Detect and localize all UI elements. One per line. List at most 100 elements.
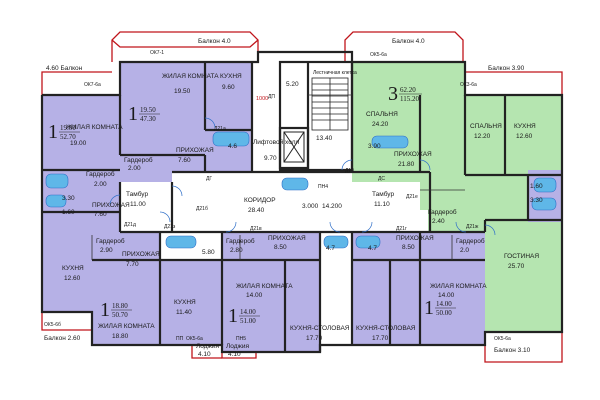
room-labels: ЖИЛАЯ КОМНАТА 19.50 КУХНЯ 9.60 ЖИЛАЯ КОМ… bbox=[62, 70, 539, 342]
room-corridor-area: 28.40 bbox=[248, 207, 265, 214]
room-kitchen-dining-1: КУХНЯ-СТОЛОВАЯ bbox=[290, 325, 350, 332]
room-living-4: ЖИЛАЯ КОМНАТА bbox=[98, 323, 155, 330]
room-wardrobe-6-area: 2.0 bbox=[460, 247, 469, 254]
room-small-5-2: 5.20 bbox=[286, 81, 299, 88]
window-ok7-6a: ОК7-6а bbox=[84, 82, 101, 88]
apartment-marker-2: 1 19.00 52.70 bbox=[48, 121, 80, 143]
apartment-3-living-fill bbox=[485, 220, 562, 332]
balcony-bottom-right-label: Балкон 3.10 bbox=[494, 347, 531, 354]
loggia-right-value: 4.10 bbox=[228, 351, 241, 358]
marker-pp: ПП bbox=[176, 336, 184, 342]
loggia-left-label: Лоджия bbox=[196, 343, 220, 350]
window-ok5-6a: ОК5-6а bbox=[370, 52, 387, 58]
window-ok7-1: ОК7-1 bbox=[150, 50, 164, 56]
svg-text:50.70: 50.70 bbox=[112, 311, 128, 319]
room-kitchen-dining-1-area: 17.70 bbox=[306, 335, 323, 342]
svg-text:14.00: 14.00 bbox=[436, 300, 452, 308]
loggia-right bbox=[221, 352, 257, 359]
room-wardrobe-4-area: 2.90 bbox=[100, 247, 113, 254]
marker-d21g: Д21ж bbox=[466, 224, 479, 230]
svg-text:1: 1 bbox=[100, 299, 110, 321]
balcony-bottom-right bbox=[484, 332, 563, 363]
room-wardrobe-1-area: 2.00 bbox=[128, 165, 141, 172]
apartment-3-fill bbox=[352, 62, 562, 232]
marker-pn4: ПН4 bbox=[318, 184, 328, 190]
balcony-left bbox=[41, 71, 112, 95]
room-bedroom-1-area: 24.20 bbox=[372, 121, 389, 128]
svg-text:50.00: 50.00 bbox=[436, 309, 452, 317]
room-wardrobe-1: Гардероб bbox=[124, 156, 153, 164]
room-hall-4: ПРИХОЖАЯ bbox=[122, 251, 160, 258]
room-living-4-area: 18.80 bbox=[112, 333, 129, 340]
marker-dg: ДГ bbox=[206, 176, 212, 182]
room-hall-2: ПРИХОЖАЯ bbox=[92, 202, 130, 209]
door-markers: ДП Д10 Д21а Д21б Д21в Д21г Д21д Д21е Д21… bbox=[124, 94, 479, 342]
room-hall-1-area: 7.60 bbox=[178, 157, 191, 164]
svg-text:1: 1 bbox=[128, 103, 138, 125]
balconies bbox=[41, 31, 563, 363]
room-kitchen-1: КУХНЯ bbox=[220, 73, 242, 80]
apartment-markers: 1 19.50 47.30 1 19.00 52.70 3 62.20 115.… bbox=[48, 83, 456, 327]
window-ok5-6d: ОК5-6а bbox=[494, 336, 511, 342]
svg-text:47.30: 47.30 bbox=[140, 115, 156, 123]
bath-fixtures bbox=[45, 131, 557, 249]
balcony-bottom-left-label: Балкон 2.60 bbox=[44, 335, 81, 342]
room-living-6-area: 14.00 bbox=[438, 292, 455, 299]
loggia-right-label: Лоджия bbox=[226, 343, 250, 350]
svg-text:1: 1 bbox=[424, 297, 434, 319]
room-wardrobe-5: Гардероб bbox=[226, 237, 255, 245]
room-hall-4-area: 7.70 bbox=[126, 261, 139, 268]
small-area-labels: 4.6 3.30 1.60 5.80 4.7 4.7 3.30 1.60 3.9… bbox=[62, 143, 543, 256]
svg-text:19.50: 19.50 bbox=[140, 106, 156, 114]
room-bedroom-2: СПАЛЬНЯ bbox=[470, 123, 502, 130]
room-kitchen-dining-2: КУХНЯ-СТОЛОВАЯ bbox=[356, 325, 416, 332]
room-kitchen-3: КУХНЯ bbox=[514, 123, 536, 130]
room-vestibule-2-area: 11.10 bbox=[374, 201, 390, 208]
room-hall-6: ПРИХОЖАЯ bbox=[396, 235, 434, 242]
window-ok5-6b: ОК5-6б bbox=[44, 322, 61, 328]
dim-14200: 14.200 bbox=[322, 203, 342, 210]
area-4-7-a: 4.7 bbox=[326, 245, 335, 252]
room-living-1: ЖИЛАЯ КОМНАТА bbox=[162, 73, 219, 80]
room-lift-hall-area: 9.70 bbox=[264, 155, 277, 162]
balcony-bottom-left bbox=[41, 312, 92, 331]
balcony-left-label: 4.60 Балкон bbox=[46, 65, 83, 72]
balcony-top-left bbox=[111, 31, 259, 62]
balcony-top-left-label: Балкон 4.0 bbox=[198, 38, 231, 45]
room-wardrobe-6: Гардероб bbox=[456, 237, 485, 245]
apartment-marker-4: 1 18.80 50.70 bbox=[100, 299, 132, 321]
balcony-labels: Балкон 4.0 Балкон 4.0 4.60 Балкон Балкон… bbox=[44, 38, 531, 358]
apartment-marker-3: 3 62.20 115.20 bbox=[388, 83, 422, 105]
apartment-marker-6: 1 14.00 50.00 bbox=[424, 297, 456, 319]
apartment-marker-5: 1 14.00 51.00 bbox=[228, 305, 260, 327]
area-1-60-left: 1.60 bbox=[62, 209, 75, 216]
area-1-60-right: 1.60 bbox=[530, 183, 543, 190]
balcony-right-label: Балкон 3.90 bbox=[488, 65, 525, 72]
room-lift-hall: Лифтовой холл bbox=[253, 138, 299, 146]
loggia-left bbox=[191, 345, 222, 359]
room-living-2: ЖИЛАЯ КОМНАТА bbox=[66, 124, 123, 131]
room-corridor: КОРИДОР bbox=[244, 197, 276, 204]
room-kitchen-4-area: 12.60 bbox=[64, 275, 81, 282]
balcony-top-right-label: Балкон 4.0 bbox=[392, 38, 425, 45]
apartment-5-fill bbox=[222, 232, 320, 352]
area-3-90: 3.90 bbox=[368, 143, 381, 150]
apartment-marker-1: 1 19.50 47.30 bbox=[128, 103, 160, 125]
marker-d21d: Д21г bbox=[396, 226, 407, 232]
room-hall-5: ПРИХОЖАЯ bbox=[268, 235, 306, 242]
room-stairwell: Лестничная клетка bbox=[313, 70, 357, 76]
room-kitchen-3-area: 12.60 bbox=[516, 133, 533, 140]
svg-text:19.00: 19.00 bbox=[60, 124, 76, 132]
room-wardrobe-4: Гардероб bbox=[96, 237, 125, 245]
marker-d21e: Д21д bbox=[124, 222, 136, 228]
room-living-room-area: 25.70 bbox=[508, 263, 525, 270]
room-kitchen-1-area: 9.60 bbox=[222, 84, 235, 91]
room-living-2-area: 19.00 bbox=[70, 140, 87, 147]
area-4-7-b: 4.7 bbox=[368, 245, 377, 252]
marker-d21f: Д21е bbox=[406, 194, 418, 200]
svg-text:3: 3 bbox=[388, 83, 398, 105]
room-wardrobe-5-area: 2.80 bbox=[230, 247, 243, 254]
area-5-80: 5.80 bbox=[202, 249, 215, 256]
svg-text:52.70: 52.70 bbox=[60, 133, 76, 141]
window-labels: ОК7-1 ОК7-6а ОК5-6а ОК3-6а ОК5-6б ОК5-6а… bbox=[44, 50, 511, 342]
